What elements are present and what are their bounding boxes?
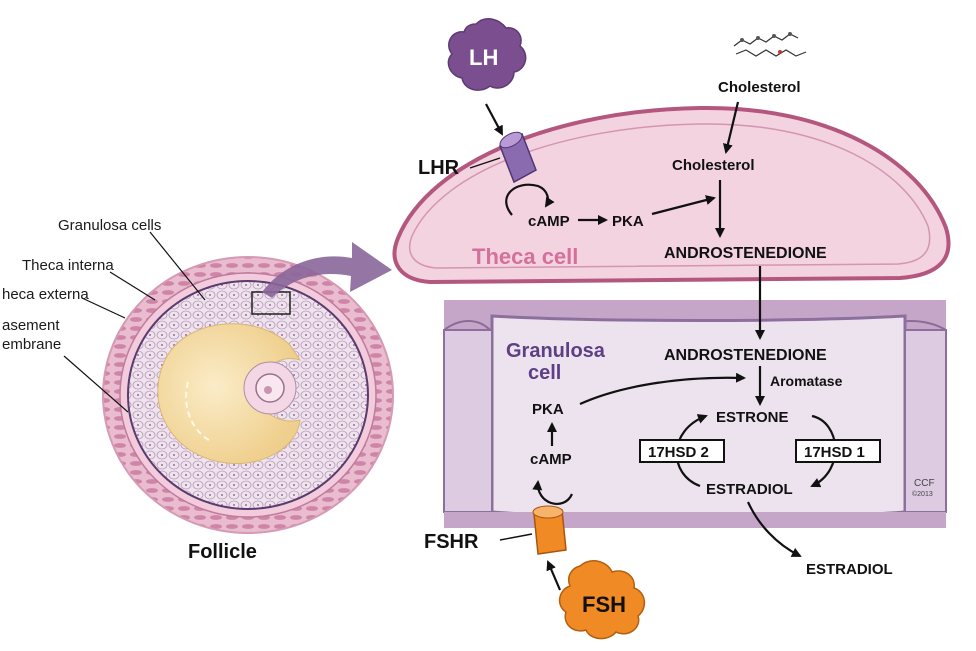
- cholesterol-inside-label: Cholesterol: [672, 157, 755, 174]
- lh-to-lhr-arrow: [485, 103, 503, 136]
- fsh-blob: [558, 560, 646, 640]
- pka-to-aromatase-arrow: [579, 372, 746, 406]
- estradiol-export-arrow: [746, 501, 802, 557]
- pka-to-androstenedione-arrow: [651, 195, 716, 216]
- lh-label: LH: [469, 45, 498, 70]
- fshr-label: FSHR: [424, 531, 479, 553]
- granulosa-cell-label-line2: cell: [528, 362, 561, 384]
- fshr-receptor: [532, 505, 567, 555]
- theca-camp-label: cAMP: [528, 213, 570, 230]
- antrum-highlight: [185, 381, 213, 443]
- lhr-to-camp-curve: [505, 183, 555, 216]
- fshr-top: [532, 505, 564, 519]
- basement-membrane-label-line1: asement: [2, 317, 60, 334]
- credit-line1: CCF: [914, 478, 935, 489]
- hsd1-label: 17HSD 1: [804, 444, 865, 461]
- cholesterol-molecule-icon: [733, 32, 807, 57]
- fsh-hormone: FSH: [558, 560, 646, 640]
- cholesterol-outside-label: Cholesterol: [718, 79, 801, 96]
- zoom-arrow: [262, 242, 392, 298]
- granulosa-cells-label: Granulosa cells: [58, 217, 161, 234]
- theca-interna-leader: [109, 271, 156, 301]
- lh-blob: [447, 18, 527, 91]
- hsd2-box: [639, 439, 725, 463]
- follicle-illustration: [102, 256, 394, 534]
- lhr-top: [499, 131, 523, 149]
- credit-line2: ©2013: [912, 490, 933, 498]
- lhr-leader: [469, 157, 501, 169]
- theca-androstenedione-label: ANDROSTENEDIONE: [664, 245, 827, 262]
- granulosa-androstenedione-label: ANDROSTENEDIONE: [664, 347, 827, 364]
- fsh-label: FSH: [582, 592, 626, 617]
- theca-externa-leader: [81, 297, 126, 319]
- lh-hormone: LH: [447, 18, 527, 91]
- granulosa-pka-label: PKA: [532, 401, 564, 418]
- granulosa-leader: [149, 231, 206, 301]
- estrone-label: ESTRONE: [716, 409, 789, 426]
- basement-membrane-label-line2: embrane: [2, 336, 61, 353]
- theca-interna-label: Theca interna: [22, 257, 114, 274]
- basement-membrane-leader: [63, 355, 129, 413]
- theca-externa-label: heca externa: [2, 286, 89, 303]
- hsd2-label: 17HSD 2: [648, 444, 709, 461]
- fshr-to-camp-curve: [532, 480, 574, 505]
- hsd1-box: [795, 439, 881, 463]
- granulosa-cell-label-line1: Granulosa: [506, 340, 606, 362]
- fsh-to-fshr-arrow: [546, 560, 562, 591]
- theca-cell-label: Theca cell: [472, 244, 578, 269]
- granulosa-camp-label: cAMP: [530, 451, 572, 468]
- estradiol-label: ESTRADIOL: [706, 481, 793, 498]
- granulosa-left-neighbor: [443, 329, 493, 513]
- follicle-labels: Granulosa cells Theca interna heca exter…: [2, 217, 257, 563]
- lhr-receptor: [499, 131, 537, 184]
- estradiol-out-label: ESTRADIOL: [806, 561, 893, 578]
- theca-pka-label: PKA: [612, 213, 644, 230]
- granulosa-cell: Granulosa cell: [443, 300, 947, 528]
- aromatase-label: Aromatase: [770, 373, 843, 389]
- cholesterol-in-arrow: [723, 101, 740, 154]
- fshr-leader: [499, 533, 533, 541]
- follicle-caption: Follicle: [188, 541, 257, 563]
- granulosa-bottom-band: [444, 512, 946, 528]
- oocyte-nucleus: [264, 386, 272, 394]
- lhr-label: LHR: [418, 157, 460, 179]
